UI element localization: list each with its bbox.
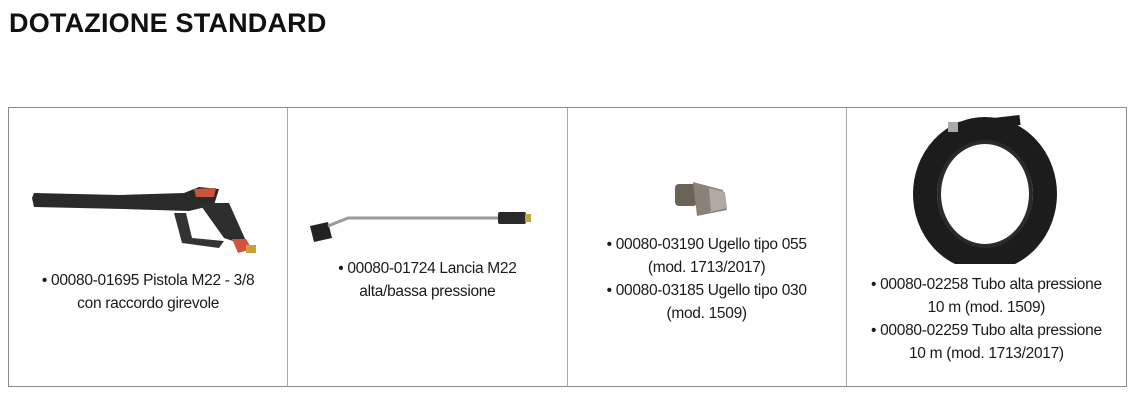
equipment-table: • 00080-01695 Pistola M22 - 3/8 con racc… <box>8 107 1127 387</box>
item-line: 10 m (mod. 1713/2017) <box>908 345 1064 362</box>
item-spray-gun: • 00080-01695 Pistola M22 - 3/8 con racc… <box>9 108 289 386</box>
item-hose: • 00080-02258 Tubo alta pressione 10 m (… <box>847 108 1126 386</box>
item-line: con raccordo girevole <box>77 295 220 312</box>
item-line: • 00080-03185 Ugello tipo 030 <box>606 282 807 299</box>
section-title: DOTAZIONE STANDARD <box>9 8 327 38</box>
item-line: • 00080-02258 Tubo alta pressione <box>870 276 1102 293</box>
hose-icon <box>912 115 1057 264</box>
item-nozzle: • 00080-03190 Ugello tipo 055 (mod. 1713… <box>568 108 847 386</box>
spray-gun-icon <box>32 187 256 253</box>
item-line: 10 m (mod. 1509) <box>927 299 1046 316</box>
item-line: • 00080-02259 Tubo alta pressione <box>870 322 1102 339</box>
item-line: alta/bassa pressione <box>359 283 496 300</box>
item-line: • 00080-03190 Ugello tipo 055 <box>606 236 807 253</box>
item-line: (mod. 1509) <box>666 305 747 322</box>
item-line: (mod. 1713/2017) <box>647 259 766 276</box>
item-line: • 00080-01724 Lancia M22 <box>338 260 517 277</box>
item-line: • 00080-01695 Pistola M22 - 3/8 <box>41 272 255 289</box>
nozzle-icon <box>674 182 727 216</box>
lance-icon <box>310 212 532 242</box>
item-lance: • 00080-01724 Lancia M22 alta/bassa pres… <box>288 108 568 386</box>
